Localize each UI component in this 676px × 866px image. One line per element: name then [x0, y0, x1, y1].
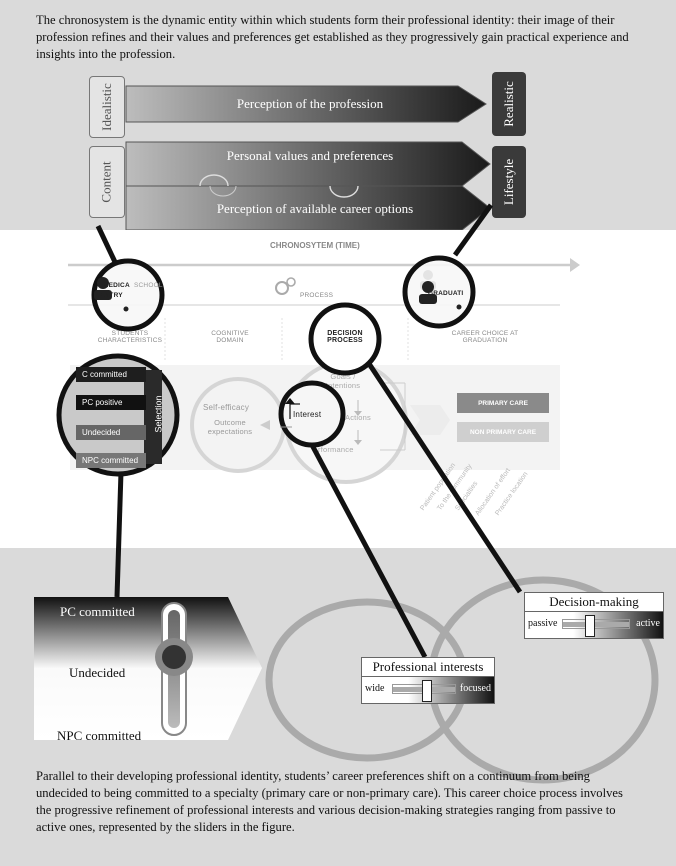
wide-label: wide — [365, 683, 385, 694]
decision-process-label: DECISION PROCESS — [327, 330, 363, 344]
summary-paragraph: Parallel to their developing professiona… — [36, 769, 623, 834]
passive-label: passive — [528, 618, 558, 629]
lifestyle-box: Lifestyle — [492, 146, 526, 218]
non-primary-care-box: NON PRIMARY CARE — [457, 422, 549, 442]
performance-label: rformance — [318, 445, 354, 454]
top-arrows — [125, 85, 491, 230]
slider-thumb[interactable] — [585, 615, 595, 637]
focused-label: focused — [459, 683, 491, 694]
actions-label: Actions — [345, 413, 371, 422]
students-characteristics-label: STUDENTS CHARACTERISTICS — [97, 330, 163, 344]
professional-interests-slider[interactable]: wide focused — [362, 677, 494, 703]
preference-item: NPC committed — [76, 453, 146, 468]
content-box: Content — [89, 146, 125, 218]
graduation-label: GRADUATI — [428, 290, 464, 297]
decision-making-slider[interactable]: passive active — [525, 612, 663, 638]
medical-entry-prefix: MEDICA — [103, 282, 130, 289]
outcome-expectations-label: Outcome expectations — [207, 418, 253, 436]
cognitive-domain-label: COGNITIVE DOMAIN — [211, 330, 249, 344]
preference-item: PC positive — [76, 395, 146, 410]
professional-interests-title: Professional interests — [362, 658, 494, 677]
slider-thumb[interactable] — [422, 680, 432, 702]
career-options-arrow — [125, 185, 491, 230]
process-label: PROCESS — [300, 292, 334, 299]
decision-making-card: Decision-making passive active — [524, 592, 664, 639]
preference-item: Undecided — [76, 425, 146, 440]
preference-item: C committed — [76, 367, 146, 382]
self-efficacy-label: Self-efficacy — [203, 403, 250, 412]
realistic-box: Realistic — [492, 72, 526, 136]
entry-label: ENTRY — [100, 292, 123, 299]
decision-making-title: Decision-making — [525, 593, 663, 612]
timeline-label: CHRONOSYTEM (TIME) — [270, 241, 360, 250]
graduation-magnifier — [402, 255, 476, 329]
intro-paragraph: The chronosystem is the dynamic entity w… — [36, 13, 629, 61]
interest-magnifier — [278, 380, 346, 448]
selection-label: Selection — [153, 395, 164, 433]
decision-process-magnifier — [308, 302, 382, 376]
perception-arrow — [125, 85, 487, 123]
interest-label: Interest — [293, 410, 322, 419]
professional-interests-card: Professional interests wide focused — [361, 657, 495, 704]
career-options-label: Perception of available career options — [216, 201, 414, 216]
goals-intentions-label: Goals / Intentions — [325, 372, 361, 390]
career-choice-label: CAREER CHOICE AT GRADUATION — [451, 330, 519, 344]
primary-care-box: PRIMARY CARE — [457, 393, 549, 413]
npc-committed-label: NPC committed — [57, 728, 142, 743]
active-label: active — [636, 618, 660, 629]
slider-track — [562, 622, 630, 627]
pc-committed-label: PC committed — [60, 604, 135, 619]
preference-pentagon — [34, 597, 262, 740]
perception-label: Perception of the profession — [236, 96, 384, 111]
idealistic-box: Idealistic — [89, 76, 125, 138]
values-label: Personal values and preferences — [226, 148, 394, 163]
school-suffix: SCHOOL — [134, 282, 163, 289]
undecided-label: Undecided — [69, 665, 126, 680]
